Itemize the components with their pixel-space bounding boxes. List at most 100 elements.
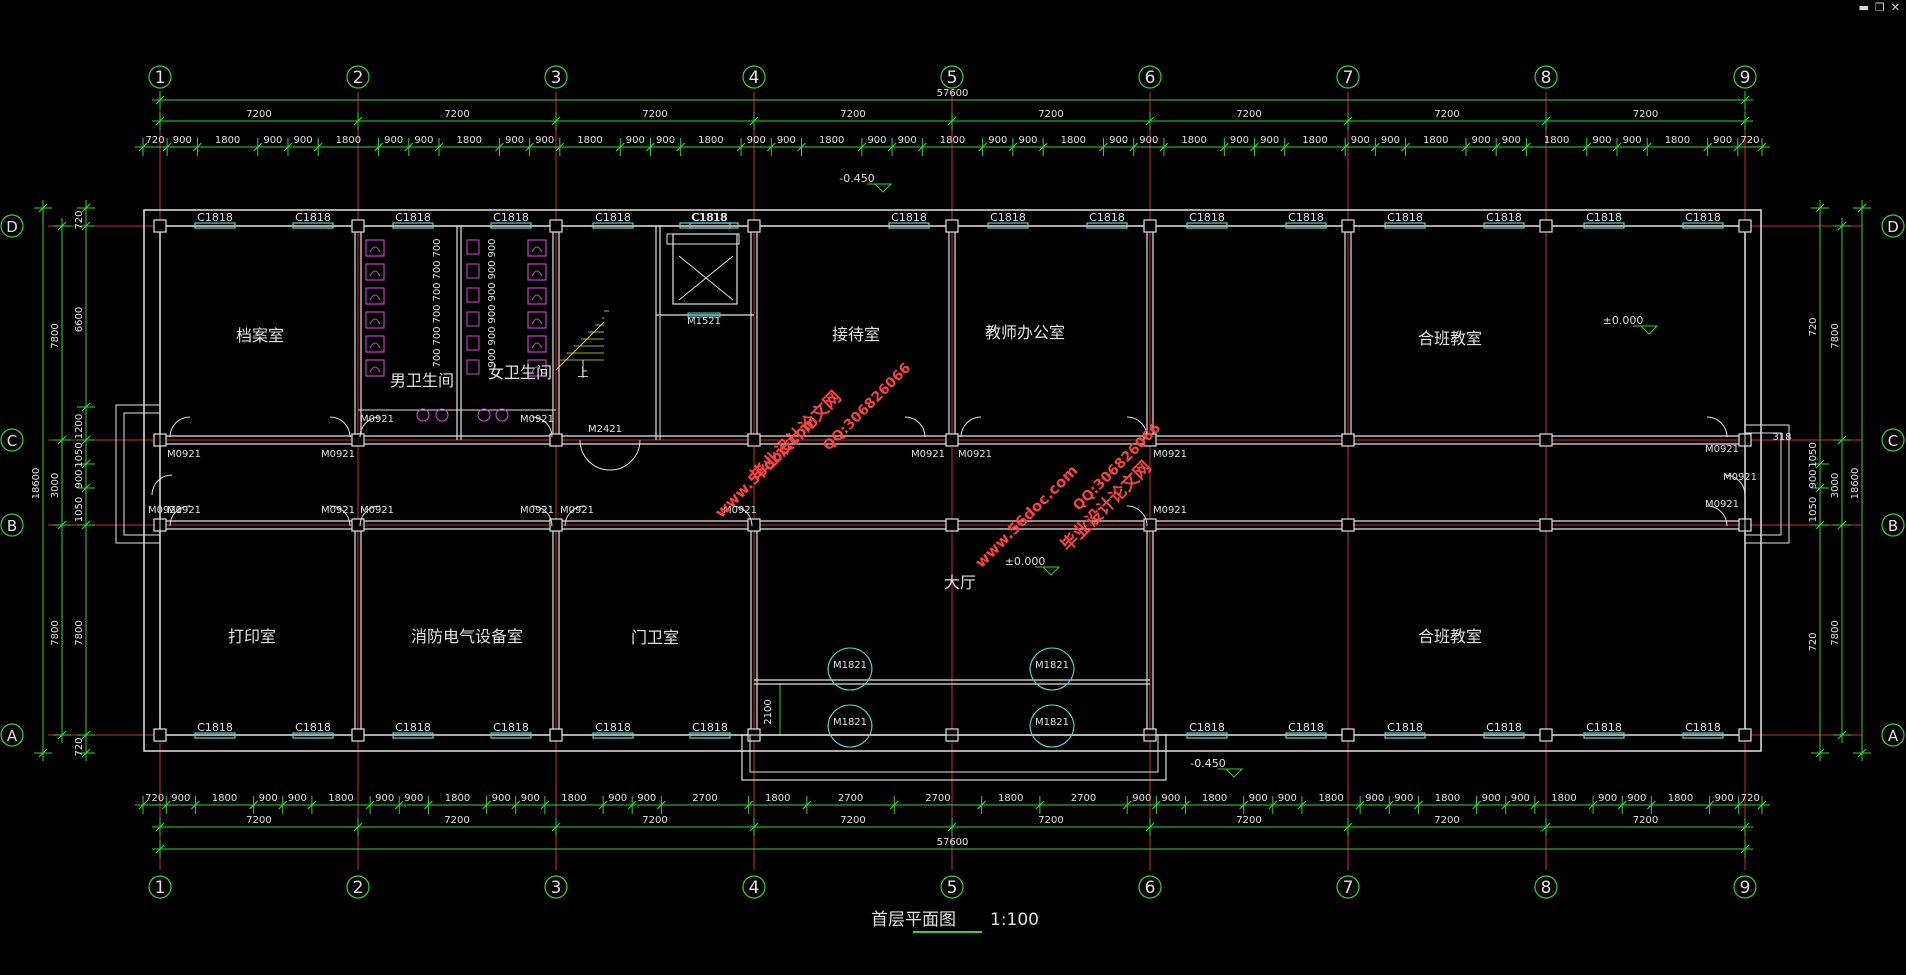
toilet-stall [365,287,385,305]
axis-bubble [1534,875,1558,899]
dim-tick [1297,800,1307,810]
toilet-stall [365,359,385,377]
door-tag: M0921 [1705,499,1739,510]
washbasin [435,408,449,422]
dim-tick [249,800,259,810]
dim-text: 318 [1772,432,1791,443]
window [1285,222,1327,229]
dim-text: 900 [404,793,423,804]
dim-tick [1384,800,1394,810]
dim-text: 18600 [31,468,42,500]
dim-tick [551,822,561,832]
dim-text: 3000 [1830,473,1841,498]
door-swing [1029,724,1075,748]
minimize-icon[interactable]: ▬ [1858,1,1869,14]
dim-tick [802,800,812,810]
pillar [549,433,563,447]
dim-tick [1642,142,1652,152]
dim-tick [627,800,637,810]
axis-bubble [1534,65,1558,89]
dim-text: 720 [146,135,165,146]
window-tag: C1818 [1586,211,1622,224]
dim-tick [1145,116,1155,126]
dim-text: 7200 [1434,815,1459,826]
window [888,222,930,229]
pillar [1143,518,1157,532]
dim-text: 1800 [1302,135,1327,146]
dim-text: 7800 [1830,620,1841,645]
toilet-bowl [531,342,543,349]
pillar [1738,728,1752,742]
dim-text: 1800 [336,135,361,146]
elevation-marker [1218,768,1244,778]
door-swing [1029,704,1075,728]
dim-tick [887,142,897,152]
room-label-fire_room: 消防电气设备室 [411,627,523,646]
dim-tick [423,800,433,810]
partition-dim: 700 [432,326,443,345]
dim-text: 900 [74,469,85,488]
dim-tick [482,800,492,810]
door-swing [904,416,926,438]
window [490,222,532,229]
dim-text: 7200 [1236,109,1261,120]
dim-tick [1239,800,1249,810]
window [1186,222,1228,229]
partition-dim: 900 [487,282,498,301]
pillar [1539,518,1553,532]
dim-text: 900 [384,135,403,146]
door-tag: M1521 [687,316,721,327]
toilet-stall [527,335,547,353]
dim-tick [57,221,67,231]
dim-tick [57,730,67,740]
toilet-stall [527,311,547,329]
dim-text: 7200 [1038,815,1063,826]
dim-text: 900 [1482,793,1501,804]
dim-tick [81,221,91,231]
window-tag: C1818 [197,211,233,224]
dim-tick [394,800,404,810]
axis-bubble [940,875,964,899]
close-icon[interactable]: ✕ [1890,1,1900,14]
dim-tick [1837,730,1847,740]
dim-text: 7800 [50,323,61,348]
axis-label: 5 [947,68,958,88]
door-swing [531,416,553,438]
axis-label: 1 [155,878,166,898]
dim-text: 720 [74,737,85,756]
dim-tick [1740,116,1750,126]
axis-bubble [1733,875,1757,899]
dim-tick [278,800,288,810]
pillar [549,219,563,233]
dim-text: 900 [777,135,796,146]
dim-text: 1800 [328,793,353,804]
dim-text: 1050 [1808,497,1819,522]
dim-tick [598,800,608,810]
door-swing [731,505,753,527]
axis-lines [48,92,1862,870]
pillar [1341,433,1355,447]
door-swing [827,647,873,671]
dim-tick [81,483,91,493]
window [392,732,434,739]
dim-text: 2100 [763,699,774,724]
dim-text: 900 [626,135,645,146]
window-tag: C1818 [493,721,529,734]
dim-text: 900 [535,135,554,146]
window [679,222,739,229]
dim-text: 900 [1502,135,1521,146]
dim-tick [81,730,91,740]
dim-text: 900 [1472,135,1491,146]
door-tag: M0921 [1723,472,1757,483]
dim-text: 900 [656,135,675,146]
dim-text: 7200 [1434,109,1459,120]
restore-icon[interactable]: ❐ [1874,1,1885,14]
dimension-lines [0,65,1905,899]
dim-text: 7200 [1633,815,1658,826]
door-tag: M0921 [520,414,554,425]
window [490,732,532,739]
pillar [747,518,761,532]
door-tag: M0921 [360,414,394,425]
dim-text: 1800 [456,135,481,146]
axis-label: A [7,727,18,745]
